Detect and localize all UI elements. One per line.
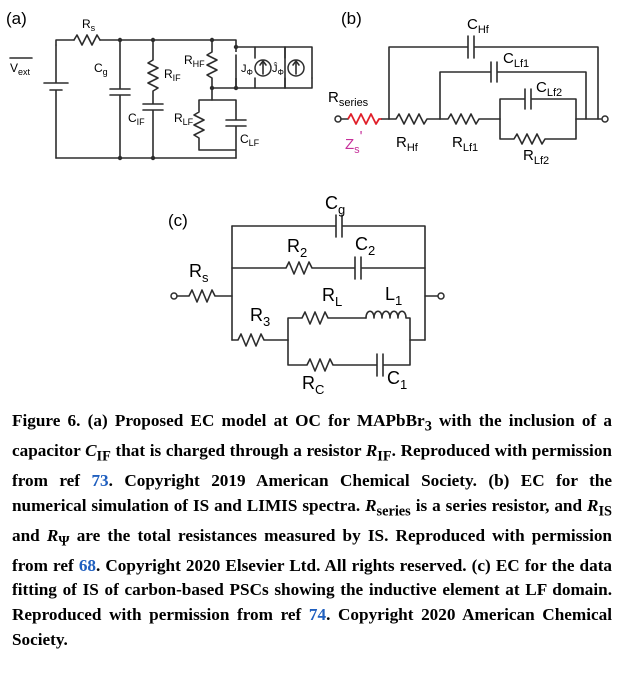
panel-c-inductor — [365, 310, 411, 341]
panel-b-rhf-label: RHf — [396, 134, 419, 154]
panel-c-tag: (c) — [168, 211, 188, 230]
panel-b-clf1-label: CLf1 — [503, 50, 529, 70]
panel-c-c2-label: C2 — [355, 234, 375, 258]
panel-a-rhf-label: RHF — [184, 53, 205, 69]
panel-b-zs-label: Zs' — [345, 128, 363, 156]
panel-c-c1-label: C1 — [387, 368, 407, 392]
panel-c-terminal-right — [437, 292, 445, 300]
ref-link-73[interactable]: 73 — [91, 471, 109, 491]
panel-b-circuit: (b) Rseries Zs' CHf RHf CLf1 RLf1 CLf2 R… — [328, 9, 609, 167]
panel-c-terminal-left — [170, 292, 178, 300]
panel-c-rc-label: RC — [302, 373, 324, 397]
ref-link-68[interactable]: 68 — [78, 555, 96, 575]
panel-b-tag: (b) — [341, 9, 362, 28]
panel-a-cif-label: CIF — [128, 111, 145, 127]
panel-c-rs-label: Rs — [189, 261, 209, 285]
panel-b-series-resistor — [347, 113, 382, 125]
panel-c-cg-label: Cg — [325, 193, 345, 217]
panel-b-clf2-label: CLf2 — [536, 79, 562, 99]
panel-b-rseries-label: Rseries — [328, 89, 369, 109]
panel-a-rif-label: RIF — [164, 67, 181, 83]
ref-link-74[interactable]: 74 — [308, 604, 327, 624]
panel-a-cg-label: Cg — [94, 61, 108, 77]
panel-b-rlf2-label: RLf2 — [523, 147, 549, 167]
panel-b-terminal-right — [601, 115, 609, 123]
panel-a-clf-label: CLF — [240, 132, 260, 148]
panel-c-l1-label: L1 — [385, 284, 402, 308]
panel-b-rlf1-label: RLf1 — [452, 134, 478, 154]
panel-a-vext-label: Vext — [10, 61, 31, 77]
panel-a-j1-label: JΦ — [241, 63, 253, 77]
panel-a-j2-label: ĴΦ — [272, 62, 284, 77]
panel-c-r3-label: R3 — [250, 305, 270, 329]
panel-a-tag: (a) — [6, 9, 27, 28]
panel-a-circuit: (a) Vext Rs Cg RIF CIF RHF RLF CLF — [6, 9, 313, 161]
panel-c-r2-label: R2 — [287, 236, 307, 260]
panel-b-chf-label: CHf — [467, 16, 490, 36]
figure-caption: Figure 6. (a) Proposed EC model at OC fo… — [12, 411, 613, 649]
panel-a-rs-label: Rs — [82, 17, 96, 33]
caption-figure-number: Figure 6. — [12, 411, 81, 430]
figure-6-circuits: (a) Vext Rs Cg RIF CIF RHF RLF CLF — [6, 9, 609, 397]
panel-c-rl-label: RL — [322, 285, 342, 309]
panel-b-terminal-left — [334, 115, 342, 123]
panel-c-circuit: (c) Rs Cg R2 C2 R3 RL L1 RC C1 — [168, 193, 445, 397]
panel-a-rlf-label: RLF — [174, 111, 194, 127]
